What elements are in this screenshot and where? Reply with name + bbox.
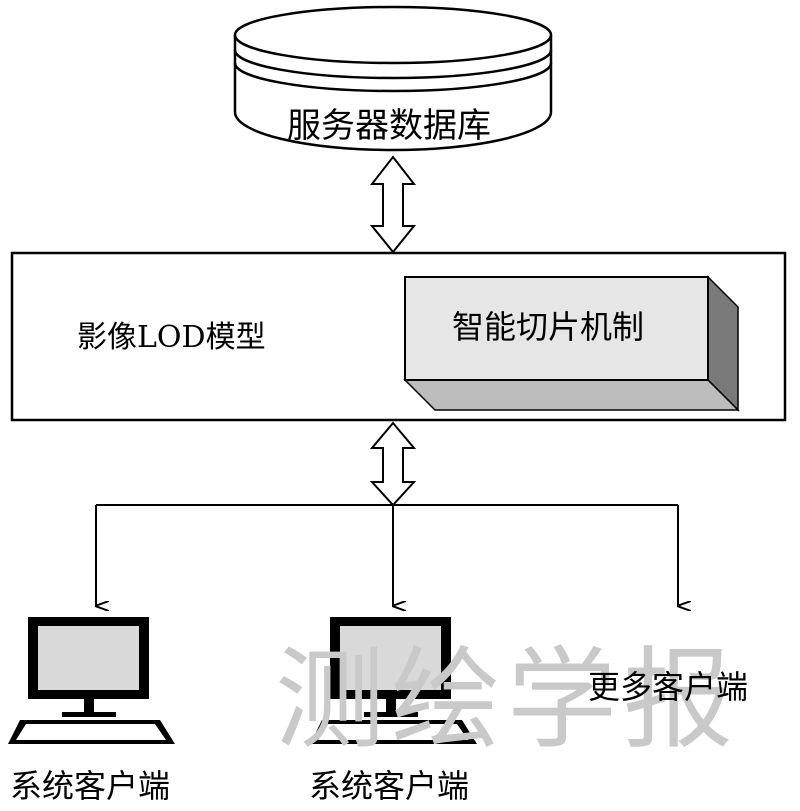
double-arrow-top — [369, 155, 417, 254]
client-label-1: 系统客户端 — [10, 767, 171, 805]
more-clients-label: 更多客户端 — [588, 668, 749, 706]
client-computer-2 — [310, 617, 477, 744]
double-arrow-bottom — [369, 421, 417, 507]
tiling-mechanism-label: 智能切片机制 — [452, 308, 645, 346]
database-cylinder — [233, 5, 553, 152]
watermark-text: 测绘学报 — [275, 636, 739, 764]
database-label: 服务器数据库 — [287, 106, 491, 146]
client-label-2: 系统客户端 — [309, 767, 470, 805]
client-computer-1 — [8, 617, 175, 744]
distribution-lines — [95, 504, 678, 606]
lod-model-label: 影像LOD模型 — [77, 320, 266, 355]
tiling-mechanism-box — [403, 275, 740, 412]
